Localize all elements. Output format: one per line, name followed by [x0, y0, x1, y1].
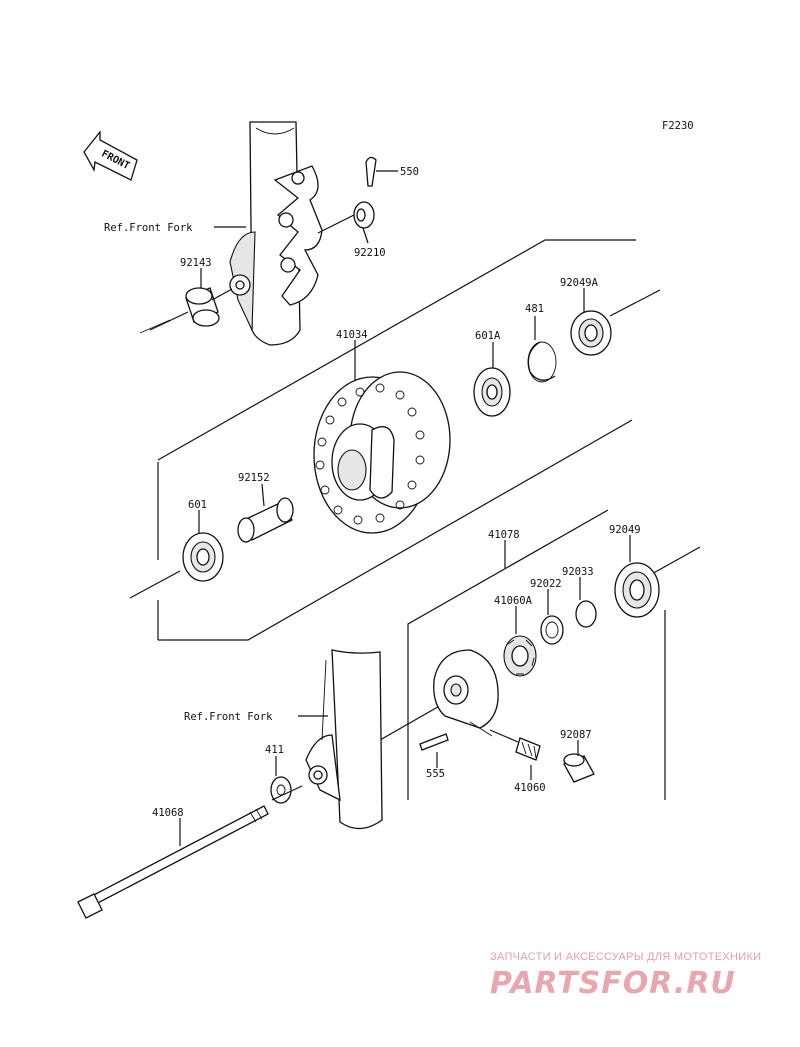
- watermark-brand: PARTSFOR.RU: [490, 966, 736, 1001]
- brake-disc-hub: [313, 352, 451, 534]
- part-label-411: 411: [265, 744, 284, 756]
- bearing-601A: [473, 342, 511, 417]
- hub-bracket-41034: [157, 239, 636, 641]
- part-label-41034: 41034: [336, 329, 368, 341]
- watermark-subtitle: ЗАПЧАСТИ И АКСЕССУАРЫ ДЛЯ МОТОТЕХНИКИ: [490, 951, 762, 963]
- bearing-601: [182, 510, 224, 582]
- circlip-92033: [575, 577, 597, 628]
- figure-code: F2230: [662, 120, 694, 132]
- ref-front-fork-lower-label: Ref.Front Fork: [184, 711, 273, 723]
- part-label-92087: 92087: [560, 729, 592, 741]
- lower-front-fork: [305, 649, 383, 830]
- pin-555: [419, 733, 449, 768]
- axle-41068: [77, 785, 303, 919]
- part-label-92049A: 92049A: [560, 277, 599, 289]
- ref-front-fork-upper-label: Ref.Front Fork: [104, 222, 193, 234]
- upper-front-fork: [229, 121, 323, 346]
- part-label-550: 550: [400, 166, 419, 178]
- collar-92152: [237, 483, 294, 543]
- part-label-555: 555: [426, 768, 445, 780]
- part-label-601: 601: [188, 499, 207, 511]
- pinion-41060: [489, 729, 541, 780]
- part-label-92049: 92049: [609, 524, 641, 536]
- washer-92022: [540, 589, 564, 645]
- part-label-601A: 601A: [475, 330, 501, 342]
- cotter-pin-550: [365, 156, 398, 187]
- part-label-92033: 92033: [562, 566, 594, 578]
- front-arrow-badge: FRONT: [83, 130, 138, 181]
- bushing-92087: [563, 740, 595, 783]
- part-label-41060A: 41060A: [494, 595, 533, 607]
- collar-92143: [149, 268, 233, 331]
- part-label-92152: 92152: [238, 472, 270, 484]
- meter-gear-bracket-41078: [379, 509, 701, 800]
- part-label-41060: 41060: [514, 782, 546, 794]
- nut-92210: [317, 201, 375, 244]
- part-label-41068: 41068: [152, 807, 184, 819]
- washer-411: [270, 756, 292, 804]
- meter-gear-housing: [433, 649, 499, 737]
- part-label-92143: 92143: [180, 257, 212, 269]
- oil-seal-92049A: [570, 288, 612, 356]
- circlip-481: [527, 316, 557, 383]
- part-label-481: 481: [525, 303, 544, 315]
- part-label-41078: 41078: [488, 529, 520, 541]
- part-label-92022: 92022: [530, 578, 562, 590]
- gear-41060A: [503, 606, 537, 677]
- part-label-92210: 92210: [354, 247, 386, 259]
- oil-seal-92049: [614, 535, 660, 618]
